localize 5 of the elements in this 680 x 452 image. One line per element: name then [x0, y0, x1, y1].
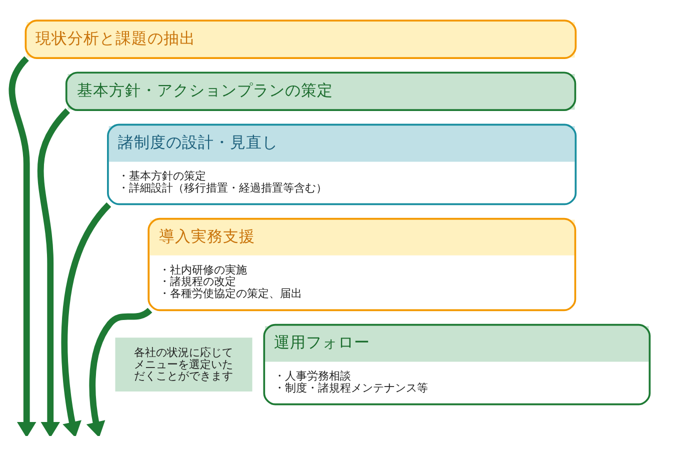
arrow — [86, 308, 152, 436]
arrow — [37, 108, 70, 436]
node-box: 各社の状況に応じてメニューを選定いただくことができます — [115, 338, 252, 392]
arrow — [61, 202, 112, 436]
arrow — [8, 56, 36, 436]
